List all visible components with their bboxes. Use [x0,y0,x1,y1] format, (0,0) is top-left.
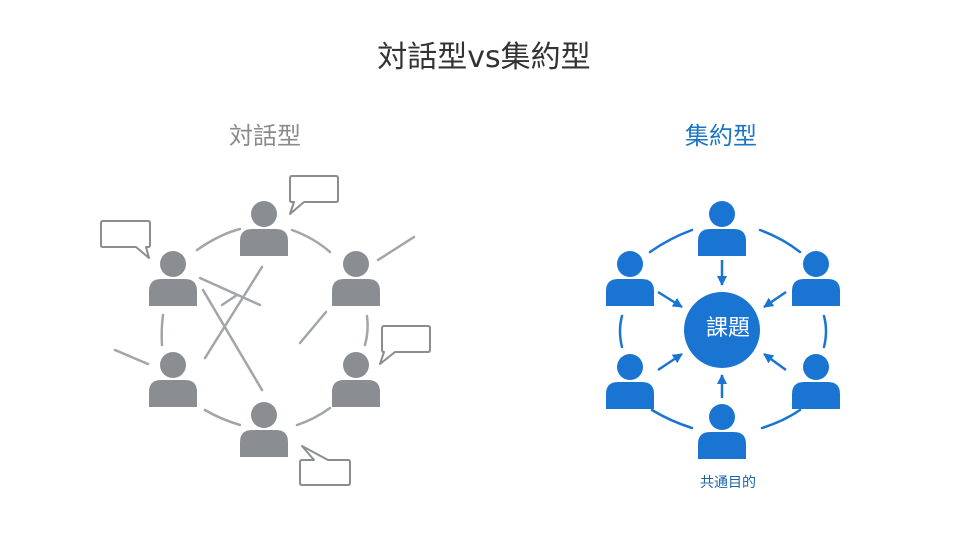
center-issue-circle [684,292,760,368]
person-icon [792,251,840,306]
dialogue-network [113,227,416,427]
dialogue-ring-arc [203,408,242,427]
dialogue-ring-arc [363,314,369,347]
convergent-ring-arc [758,228,802,254]
speech-bubble-icon [289,175,339,215]
convergent-ring-arc [648,228,694,254]
dialogue-crossing-line [113,348,150,366]
person-icon [149,251,197,306]
dialogue-ring-arc [295,406,332,427]
dialogue-crossing-line [376,235,416,262]
person-icon [332,251,380,306]
person-icon [606,251,654,306]
center-issue-label: 課題 [705,316,750,341]
person-icon [332,352,380,407]
convergent-network [618,228,828,430]
dialogue-crossing-line [220,293,239,307]
convergent-arrows [657,260,787,398]
dialogue-crossing-line [298,310,328,345]
dialogue-heading: 対話型 [229,122,301,150]
convergent-heading: 集約型 [685,122,757,150]
speech-bubble-icon [299,445,351,486]
arrow-to-center [657,290,683,309]
arrow-to-center [763,352,787,372]
person-icon [240,402,288,457]
dialogue-ring-arc [290,228,332,254]
convergent-ring-arc [618,314,624,349]
arrow-to-center [657,352,683,372]
dialogue-crossing-line [201,288,264,392]
convergent-ring-arc [822,314,828,349]
arrow-to-center [763,290,787,309]
speech-bubble-icon [100,220,151,259]
dialogue-people [149,201,380,457]
person-icon [792,354,840,409]
dialogue-crossing-line [198,276,262,307]
dialogue-ring-arc [195,227,242,252]
dialogue-ring-arc [160,313,165,347]
convergent-ring-arc [650,408,694,430]
speech-bubble-icon [379,325,431,365]
person-icon [698,201,746,256]
page-title: 対話型vs集約型 [377,40,591,75]
dialogue-crossing-line [203,265,264,360]
convergent-ring-arc [760,408,802,430]
person-icon [149,352,197,407]
person-icon [698,404,746,459]
speech-bubbles [100,175,431,486]
person-icon [240,201,288,256]
shared-goal-label: 共通目的 [700,475,756,491]
person-icon [606,354,654,409]
